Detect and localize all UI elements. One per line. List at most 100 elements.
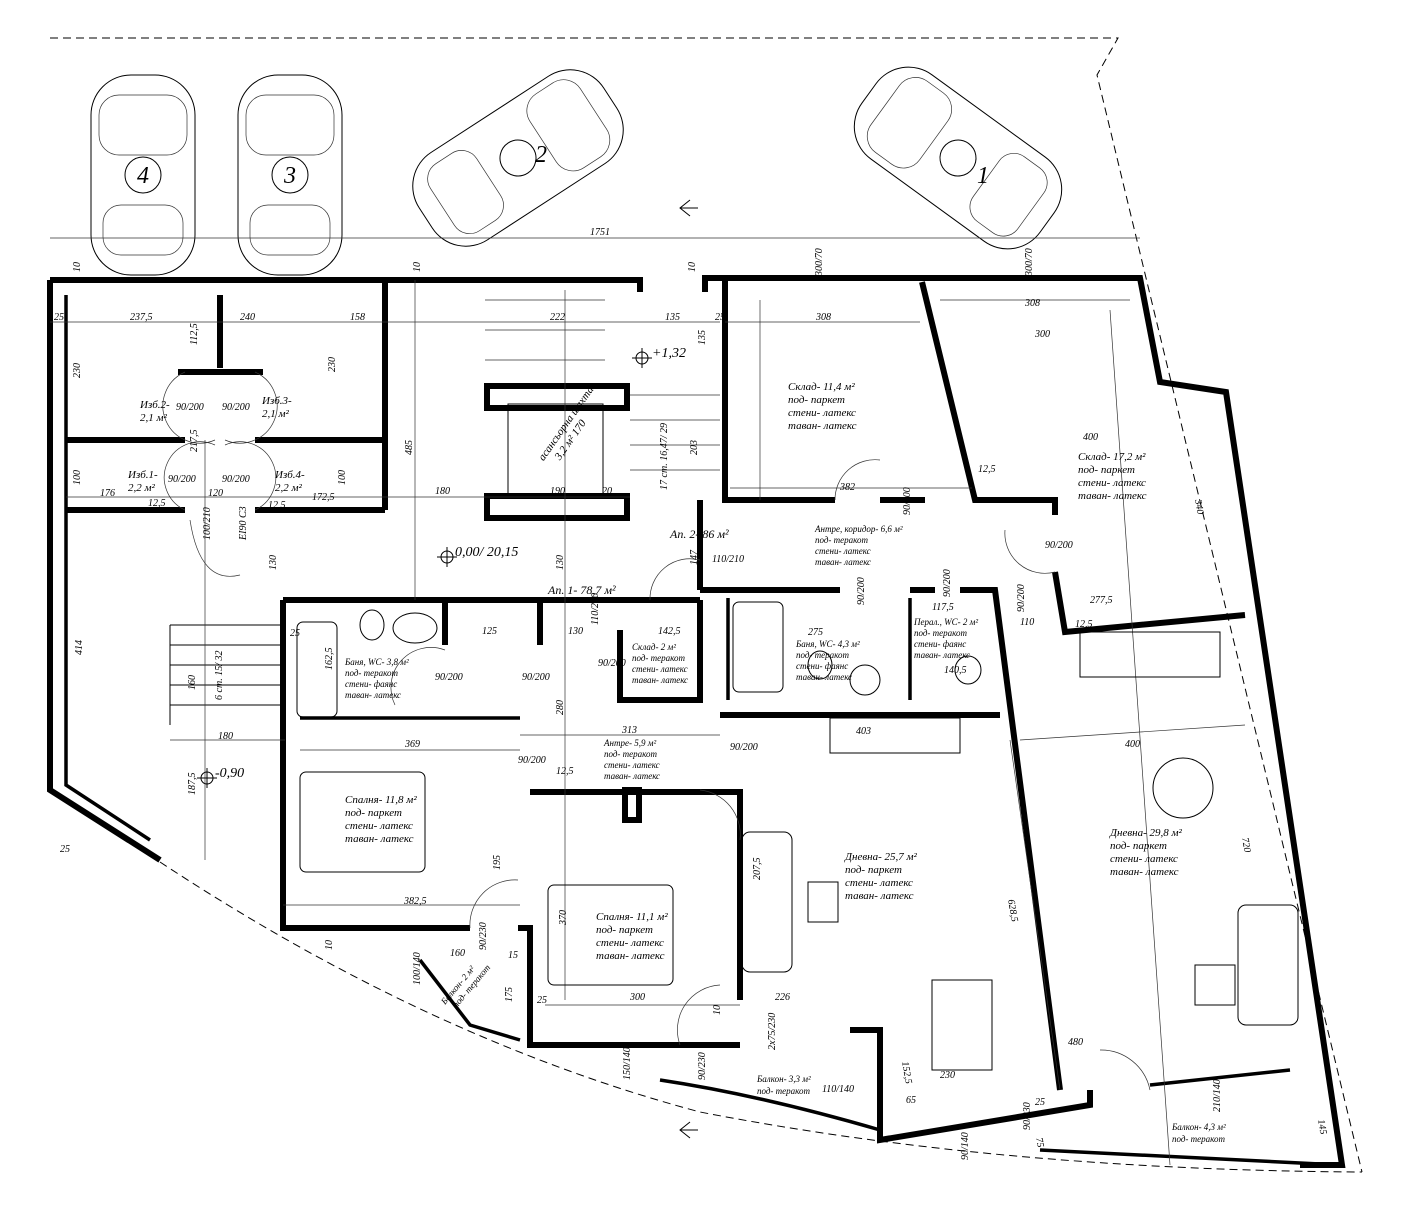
- dim-label: 485: [404, 440, 415, 455]
- dim-label: 125: [482, 626, 497, 637]
- door-labels: 90/200 90/200 90/200 90/200 100/210 110/…: [168, 402, 1223, 1160]
- room-izb3: Изб.3-2,1 м²: [261, 395, 292, 420]
- room-labels: Изб.2-2,1 м² Изб.3-2,1 м² Изб.1-2,2 м² И…: [127, 381, 1226, 1144]
- dim-label: 230: [940, 1070, 955, 1081]
- stair-label: 17 ст. 16,47/ 29: [659, 423, 670, 490]
- dim-label: 300: [629, 992, 645, 1003]
- dim-label: 628,5: [1005, 899, 1020, 923]
- dim-label: 100: [72, 470, 83, 485]
- door-size: 100/210: [202, 507, 213, 540]
- dim-label: 180: [435, 486, 450, 497]
- dim-label: 25: [715, 312, 725, 323]
- level-mark: +1,32: [652, 346, 686, 361]
- level-mark: 0,00/ 20,15: [455, 545, 518, 560]
- door-swings: [162, 371, 1151, 1091]
- dim-label: 308: [815, 312, 831, 323]
- level-marks: +1,32 0,00/ 20,15 -0,90 6 ст. 15/ 32 17 …: [197, 199, 698, 1139]
- walls: [47, 275, 1346, 1168]
- dim-label: 172,5: [312, 492, 335, 503]
- dim-label: 140,5: [944, 665, 967, 676]
- dim-label: 25: [60, 844, 70, 855]
- dim-label: 414: [74, 640, 85, 655]
- level-mark: -0,90: [215, 766, 244, 781]
- furniture: [296, 601, 1299, 1071]
- window-size: 100/140: [412, 952, 423, 985]
- dim-label: 226: [775, 992, 790, 1003]
- room-balcony-2: Балкон- 2 м²под- теракот: [438, 955, 492, 1014]
- car-number: 4: [137, 163, 149, 189]
- dim-label: 313: [621, 725, 637, 736]
- dim-label: 162,5: [324, 648, 335, 671]
- dim-label: 382,5: [403, 896, 427, 907]
- door-size: 90/230: [697, 1052, 708, 1080]
- dim-label: 65: [906, 1095, 916, 1106]
- dim-label: 10: [712, 1005, 723, 1015]
- dim-label: 130: [568, 626, 583, 637]
- dim-label: 400: [1125, 739, 1140, 750]
- plot-boundary: [50, 37, 1363, 1173]
- door-size: 90/200: [176, 402, 204, 413]
- dim-label: 147: [689, 549, 700, 565]
- window-size: 210/140: [1212, 1079, 1223, 1112]
- door-size: 90/230: [1022, 1102, 1033, 1130]
- dim-label: 175: [504, 987, 515, 1002]
- door-size: 110/210: [712, 554, 744, 565]
- dim-label: 230: [327, 357, 338, 372]
- dim-label: 25: [1035, 1097, 1045, 1108]
- stair-label: 6 ст. 15/ 32: [214, 650, 225, 700]
- dim-label: 369: [404, 739, 420, 750]
- car-number: 2: [535, 142, 547, 168]
- door-size: 90/200: [222, 474, 250, 485]
- dim-label: 160: [187, 675, 198, 690]
- dim-label: 400: [1083, 432, 1098, 443]
- dim-label: 160: [450, 948, 465, 959]
- dim-label: 15: [508, 950, 518, 961]
- dim-label: 382: [839, 482, 855, 493]
- dim-label: 187,5: [187, 773, 198, 796]
- dim-label: 100: [337, 470, 348, 485]
- door-size: 90/200: [598, 658, 626, 669]
- dim-label: 1751: [590, 227, 610, 238]
- door-size: 90/200: [222, 402, 250, 413]
- room-izb2: Изб.2-2,1 м²: [139, 399, 170, 424]
- car-2: [412, 69, 624, 247]
- door-size: 90/200: [730, 742, 758, 753]
- dim-label: 195: [492, 855, 503, 870]
- dim-label: 25: [290, 628, 300, 639]
- dim-label: 12,5: [1075, 619, 1093, 630]
- door-size: 90/200: [168, 474, 196, 485]
- section-mark-bottom: [679, 1121, 698, 1139]
- dim-label: 135: [697, 330, 708, 345]
- car-4: 4: [90, 74, 196, 276]
- dimension-lines: [50, 237, 1246, 1166]
- section-mark-top: [679, 199, 698, 217]
- dim-label: 10: [412, 262, 423, 272]
- dim-label: 300/70: [1024, 248, 1035, 277]
- dim-label: 152,5: [899, 1061, 914, 1085]
- door-size: 90/230: [478, 922, 489, 950]
- dim-label: 145: [1315, 1119, 1328, 1136]
- dim-label: 222: [550, 312, 565, 323]
- dim-label: 176: [100, 488, 115, 499]
- window-size: 110/140: [822, 1084, 854, 1095]
- dim-label: 12,5: [556, 766, 574, 777]
- dim-label: 240: [240, 312, 255, 323]
- dim-label: 217,5: [189, 430, 200, 453]
- door-size: 90/200: [902, 487, 913, 515]
- door-size: 90/200: [522, 672, 550, 683]
- room-elevator-shaft: асансьорна шахта3,2 м² 170: [536, 384, 607, 471]
- dim-label: 230: [72, 363, 83, 378]
- apartment-2-label: Ап. 2- 86 м²: [669, 527, 729, 541]
- dim-label: 340: [1192, 498, 1206, 516]
- dim-label: 117,5: [932, 602, 954, 613]
